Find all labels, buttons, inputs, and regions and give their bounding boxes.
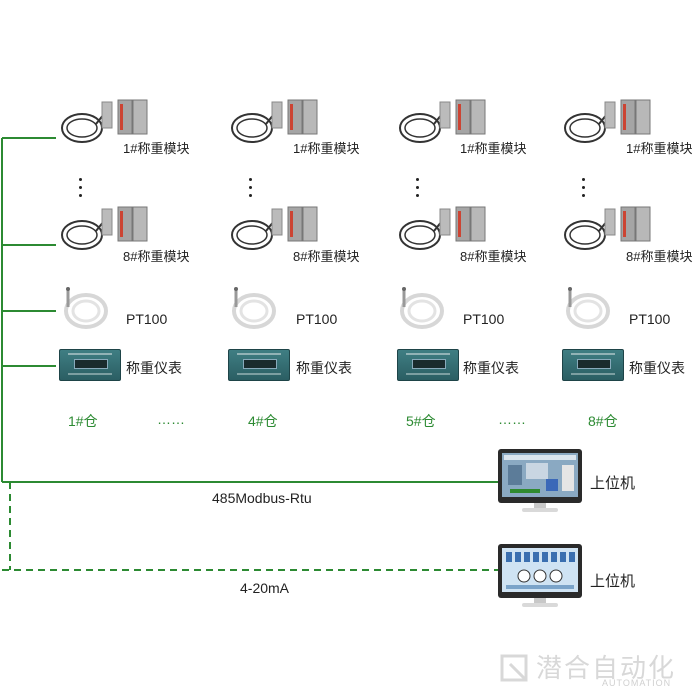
- temperature-probe-icon: [232, 287, 276, 329]
- pt100-probe-3: [396, 285, 446, 336]
- load-cell-icon: [231, 99, 318, 143]
- pt100-label-3: PT100: [463, 311, 505, 327]
- load-cell-icon: [61, 206, 148, 250]
- host-computer-label-2: 上位机: [590, 573, 636, 590]
- load-cell-icon: [61, 99, 148, 143]
- load-cell-top-1: [60, 96, 150, 156]
- instrument-label-4: 称重仪表: [629, 360, 685, 376]
- vertical-ellipsis: [249, 178, 253, 202]
- module-label-top-4: 1#称重模块: [626, 141, 693, 156]
- module-label-top-2: 1#称重模块: [293, 141, 360, 156]
- module-label-top-1: 1#称重模块: [123, 141, 190, 156]
- weighing-instrument-4: [562, 349, 624, 381]
- weighing-instrument-3: [397, 349, 459, 381]
- rs485-bus-label: 485Modbus-Rtu: [212, 490, 312, 506]
- silo-label-8: 8#仓: [588, 413, 618, 429]
- load-cell-bottom-3: [398, 203, 488, 263]
- instrument-label-1: 称重仪表: [126, 360, 182, 376]
- load-cell-top-2: [230, 96, 320, 156]
- logo-text: 潜合自动化: [536, 653, 677, 683]
- module-label-bottom-3: 8#称重模块: [460, 249, 527, 264]
- host-computer-1: [498, 449, 582, 515]
- module-label-top-3: 1#称重模块: [460, 141, 527, 156]
- host-computer-2: [498, 544, 582, 610]
- silo-label-4: 4#仓: [248, 413, 278, 429]
- module-label-bottom-1: 8#称重模块: [123, 249, 190, 264]
- silo-label-1: 1#仓: [68, 413, 98, 429]
- logo-mark-icon: [500, 654, 528, 682]
- module-label-bottom-2: 8#称重模块: [293, 249, 360, 264]
- load-cell-icon: [564, 206, 651, 250]
- temperature-probe-icon: [566, 287, 610, 329]
- vertical-ellipsis: [79, 178, 83, 202]
- logo-subtext: AUTOMATION: [602, 678, 672, 688]
- load-cell-icon: [399, 206, 486, 250]
- analog-bus-label: 4-20mA: [240, 580, 290, 596]
- weighing-instrument-2: [228, 349, 290, 381]
- load-cell-bottom-2: [230, 203, 320, 263]
- silo-ellipsis-2: ……: [498, 411, 526, 427]
- company-logo: 潜合自动化 AUTOMATION: [496, 648, 696, 692]
- vertical-ellipsis: [582, 178, 586, 202]
- module-label-bottom-4: 8#称重模块: [626, 249, 693, 264]
- instrument-label-2: 称重仪表: [296, 360, 352, 376]
- load-cell-top-4: [563, 96, 653, 156]
- load-cell-icon: [231, 206, 318, 250]
- host-computer-label-1: 上位机: [590, 475, 636, 492]
- temperature-probe-icon: [400, 287, 444, 329]
- vertical-ellipsis: [416, 178, 420, 202]
- silo-ellipsis-1: ……: [157, 411, 185, 427]
- silo-label-5: 5#仓: [406, 413, 436, 429]
- temperature-probe-icon: [64, 287, 108, 329]
- load-cell-bottom-4: [563, 203, 653, 263]
- load-cell-icon: [399, 99, 486, 143]
- pt100-label-2: PT100: [296, 311, 338, 327]
- pt100-probe-2: [228, 285, 278, 336]
- pt100-probe-1: [60, 285, 110, 336]
- pt100-probe-4: [562, 285, 612, 336]
- load-cell-top-3: [398, 96, 488, 156]
- pt100-label-1: PT100: [126, 311, 168, 327]
- load-cell-icon: [564, 99, 651, 143]
- scada-screen: [502, 453, 578, 497]
- pt100-label-4: PT100: [629, 311, 671, 327]
- weighing-instrument-1: [59, 349, 121, 381]
- load-cell-bottom-1: [60, 203, 150, 263]
- instrument-label-3: 称重仪表: [463, 360, 519, 376]
- scada-screen: [502, 548, 578, 592]
